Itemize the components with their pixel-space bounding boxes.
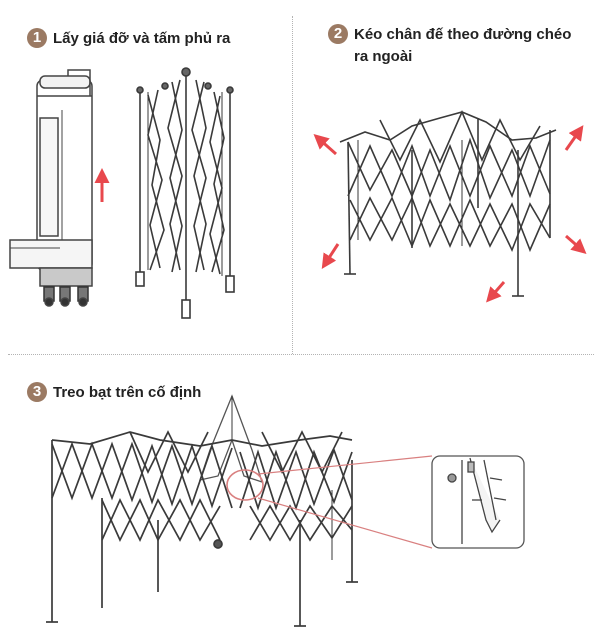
arrow-up-left [313, 134, 337, 156]
step-1-title: 1 Lấy giá đỡ và tấm phủ ra [27, 28, 293, 50]
step-2-label: Kéo chân đế theo đường chéo ra ngoài [354, 26, 572, 65]
callout-highlight [226, 469, 264, 501]
step-2-badge: 2 [328, 24, 348, 44]
step-2-title: 2 Kéo chân đế theo đường chéo ra ngoài [328, 24, 574, 68]
expanding-frame-illustration [339, 109, 557, 297]
step-3-badge: 3 [27, 382, 47, 402]
callout [226, 455, 525, 549]
canopy-frame-illustration [46, 394, 358, 627]
folded-frame-illustration [135, 67, 235, 319]
arrow-down-left [321, 243, 340, 270]
step-1-badge: 1 [27, 28, 47, 48]
arrow-down-mid [486, 281, 506, 303]
zoom-detail [447, 457, 507, 544]
callout-zoom-box [431, 455, 525, 549]
pull-arrows [313, 125, 587, 303]
vertical-divider [292, 16, 293, 354]
step-1-label: Lấy giá đỡ và tấm phủ ra [53, 30, 231, 47]
horizontal-divider [8, 354, 594, 355]
arrow-down-right [565, 234, 587, 254]
arrow-up-right [564, 125, 584, 151]
carry-bag-illustration [9, 69, 93, 307]
step-3-label: Treo bạt trên cố định [53, 384, 202, 401]
step-3-title: 3 Treo bạt trên cố định [27, 382, 273, 404]
